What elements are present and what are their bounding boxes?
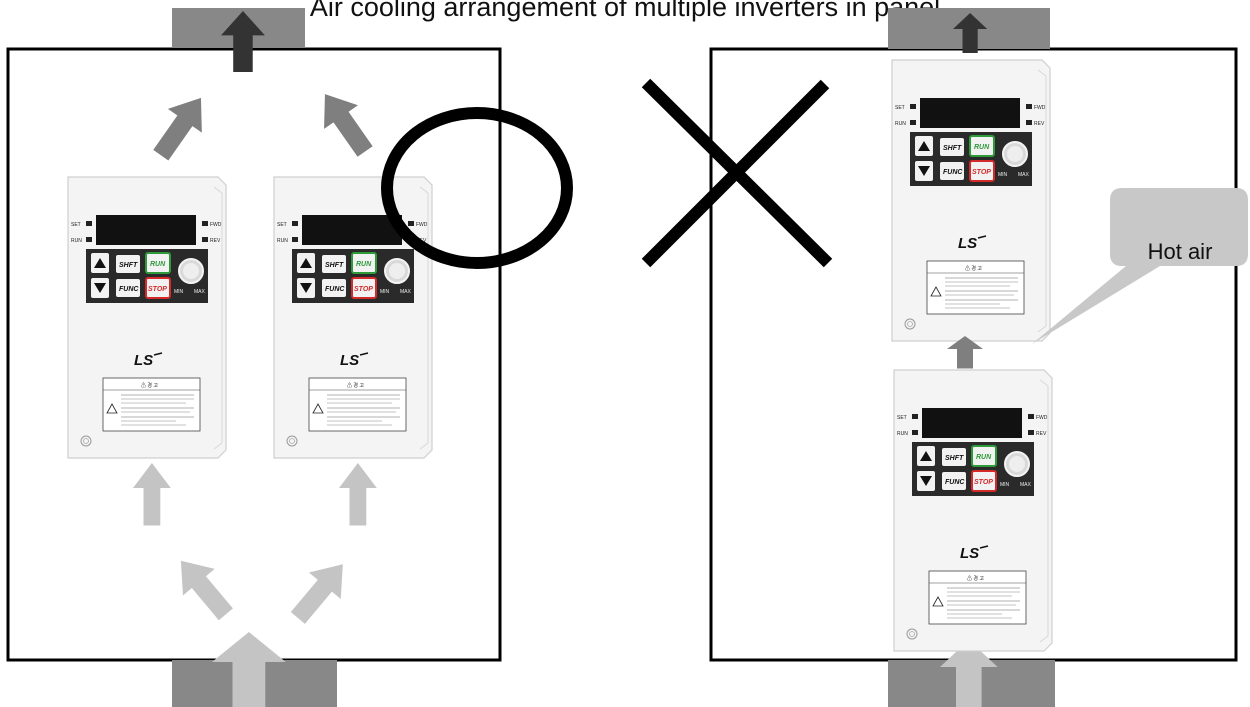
inverter-right-top xyxy=(892,60,1050,341)
cool-arrow-left-2 xyxy=(339,463,377,526)
hot-arrow-left-1 xyxy=(144,86,218,167)
hot-air-callout: Hot air xyxy=(1032,188,1248,344)
cool-arrow-left-3 xyxy=(165,547,242,627)
cross-icon xyxy=(646,83,828,263)
cool-arrow-left-1 xyxy=(133,463,171,526)
inverter-left-2 xyxy=(274,177,432,458)
inverter-right-bottom xyxy=(894,370,1052,651)
inverter-left-1 xyxy=(68,177,226,458)
callout-label: Hot air xyxy=(1148,239,1213,264)
hot-arrow-left-2 xyxy=(308,82,382,163)
cool-arrow-left-4 xyxy=(282,551,359,631)
